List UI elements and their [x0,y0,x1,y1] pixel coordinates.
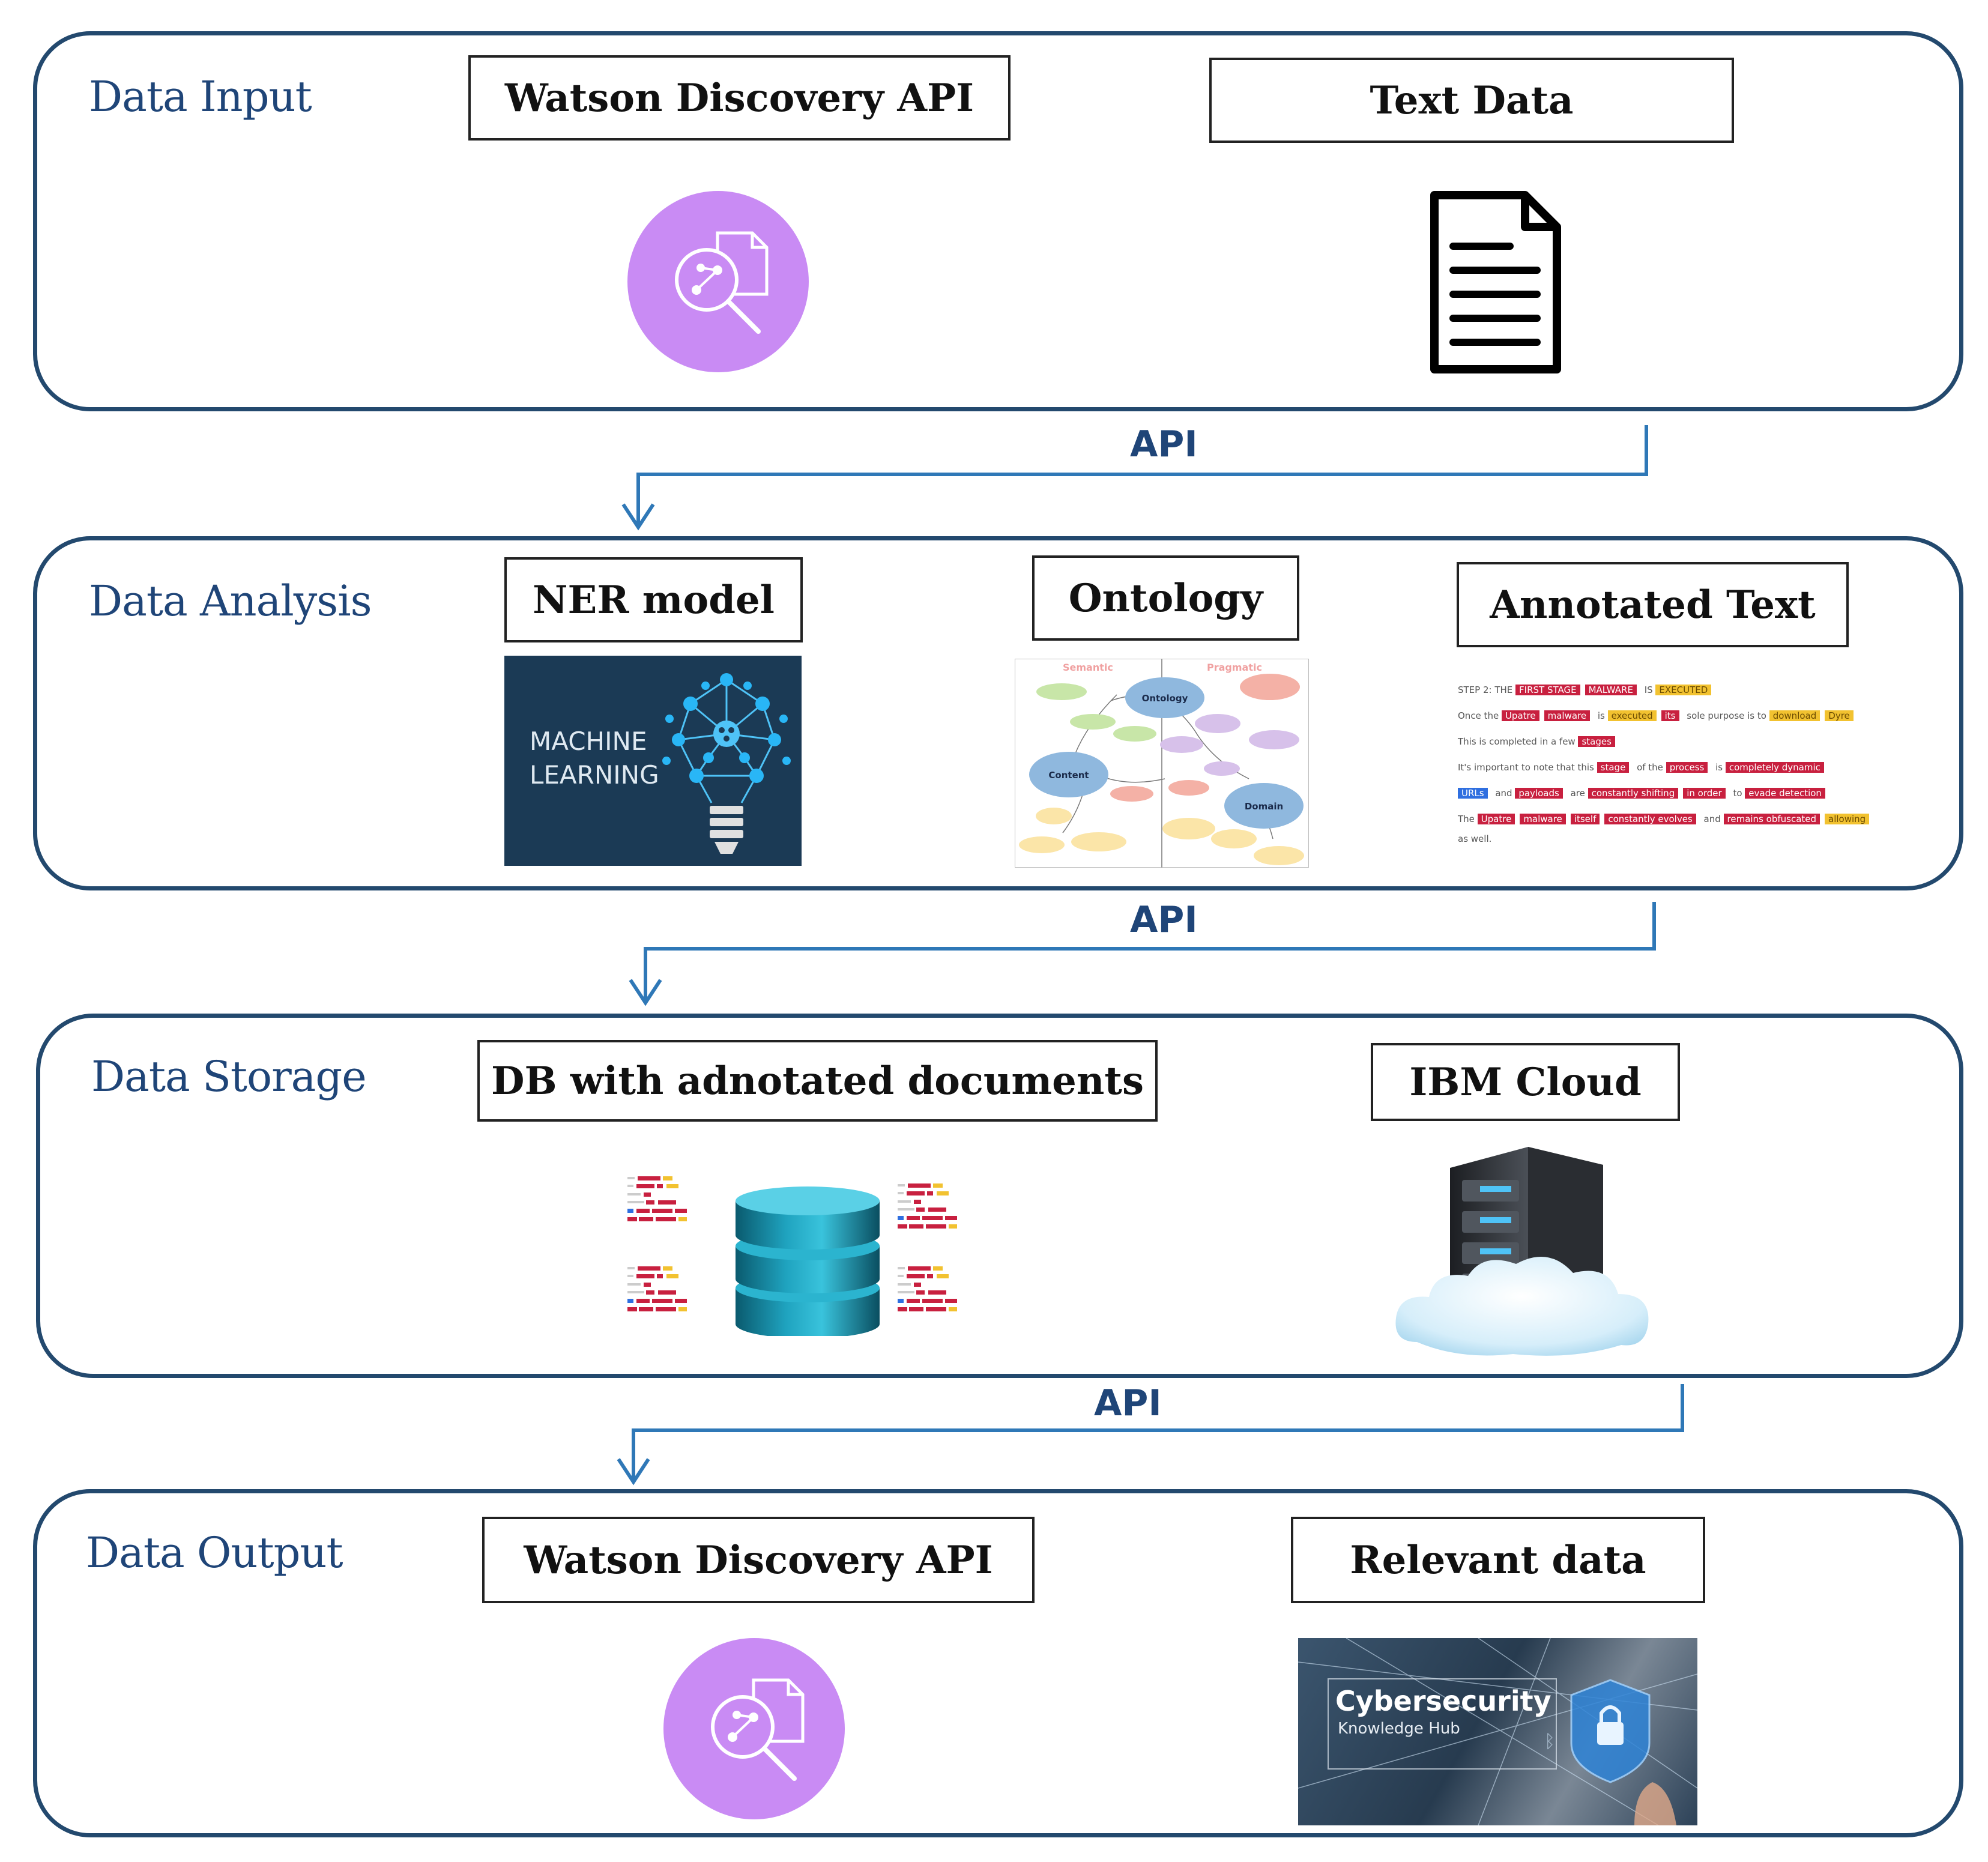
lightbulb-network-icon [662,673,791,854]
network-lines-graphic: ᛒ [1298,1638,1697,1825]
document-icon [1430,191,1561,373]
ontology-header-semantic: Semantic [1063,662,1113,673]
annotated-line-4: It's important to note that this stage o… [1458,762,1829,773]
database-with-documents-icon [627,1176,957,1336]
label-annotated-text: Annotated Text [1457,562,1849,647]
label-ibm-cloud: IBM Cloud [1371,1043,1680,1121]
watson-discovery-icon [627,191,809,372]
annotated-line-5: URLs and payloads are constantly shiftin… [1458,788,1830,799]
stage-title-data-input: Data Input [89,72,312,121]
cyber-title: Cybersecurity [1335,1685,1551,1717]
annotated-line-7: as well. [1458,833,1492,844]
label-ontology: Ontology [1032,555,1299,641]
stage-title-data-analysis: Data Analysis [89,576,372,626]
label-text-data: Text Data [1209,58,1734,143]
label-ner-model: NER model [504,557,803,642]
api-label-2: API [1130,899,1198,941]
watson-discovery-icon-output [663,1638,845,1819]
api-label-3: API [1094,1382,1162,1424]
annotated-line-3: This is completed in a few stages [1458,736,1620,747]
ml-line2: LEARNING [530,760,659,790]
label-relevant-data: Relevant data [1291,1517,1705,1603]
stage-title-data-output: Data Output [86,1528,343,1577]
ontology-diagram-image: Semantic Pragmatic Ontology Content Doma… [1015,659,1309,868]
label-watson-discovery-api-output: Watson Discovery API [482,1517,1035,1603]
svg-text:ᛒ: ᛒ [1544,1731,1555,1752]
cyber-subtitle: Knowledge Hub [1338,1720,1460,1738]
server-cloud-icon [1395,1147,1649,1356]
stage-title-data-storage: Data Storage [91,1052,367,1101]
ml-line1: MACHINE [530,727,647,756]
ontology-node-domain: Domain [1245,801,1283,812]
ontology-node-content: Content [1048,770,1089,781]
api-label-1: API [1130,423,1198,465]
ontology-node-ontology: Ontology [1142,693,1188,704]
machine-learning-image: MACHINE LEARNING [504,656,802,866]
ontology-header-pragmatic: Pragmatic [1207,662,1262,673]
label-db-annotated-documents: DB with adnotated documents [477,1040,1158,1122]
cybersecurity-knowledge-hub-image: ᛒ Cybersecurity Knowledge Hub [1298,1638,1697,1825]
label-watson-discovery-api-input: Watson Discovery API [468,55,1011,141]
